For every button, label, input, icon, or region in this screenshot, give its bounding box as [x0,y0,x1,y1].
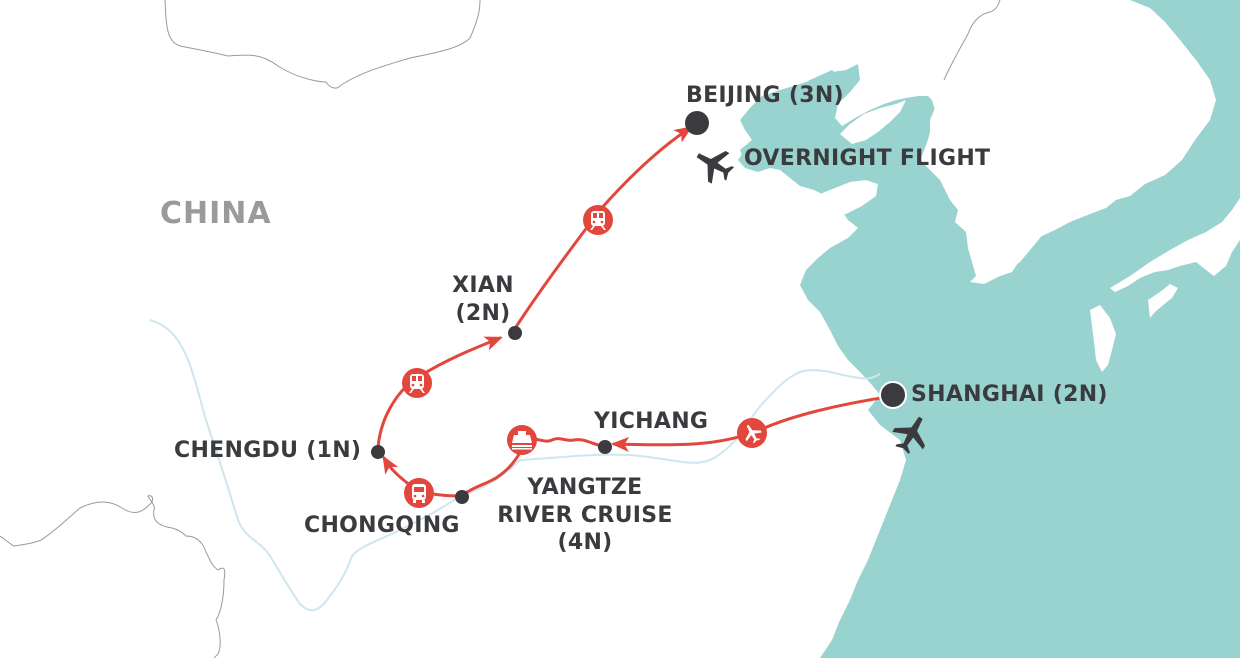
label-xian-name: XIAN [452,273,514,298]
sea [738,0,1240,658]
japan-land [1090,198,1240,372]
stop-chengdu [371,445,385,459]
ship-icon [512,431,532,450]
plane-route-marker [737,418,767,448]
label-yichang: YICHANG [594,409,709,434]
label-xian-nights: (2N) [455,300,511,326]
korea-land [928,0,1042,280]
label-yangtze-line1: YANGTZE [527,475,643,500]
rivers [149,319,881,612]
plane-icon [745,424,762,444]
label-beijing: BEIJING (3N) [686,83,844,108]
stop-beijing [685,111,709,135]
stop-xian [508,326,522,340]
label-shanghai: SHANGHAI (2N) [911,382,1108,407]
plane-icon [892,416,926,454]
label-chongqing: CHONGQING [304,513,460,538]
label-xian: XIAN (2N) [446,272,520,327]
train-route-marker [402,368,432,398]
train-icon [590,211,606,230]
bus-icon [412,484,426,503]
train-route-marker [583,205,613,235]
bus-route-marker [404,478,434,508]
country-label-china: CHINA [160,196,272,231]
label-yangtze-line3: (4N) [557,530,613,555]
stop-yichang [598,440,612,454]
stop-shanghai [879,381,907,409]
label-chengdu: CHENGDU (1N) [174,438,362,463]
stops [371,111,907,504]
label-yangtze-river-cruise: YANGTZE RIVER CRUISE (4N) [496,474,674,557]
ship-route-marker [507,425,537,455]
train-icon [409,374,425,393]
stop-chongqing [455,490,469,504]
borders [0,0,1001,658]
label-overnight-flight: OVERNIGHT FLIGHT [744,146,991,171]
label-yangtze-line2: RIVER CRUISE [497,502,673,528]
peninsula-land [815,100,906,216]
plane-icon [696,150,734,184]
